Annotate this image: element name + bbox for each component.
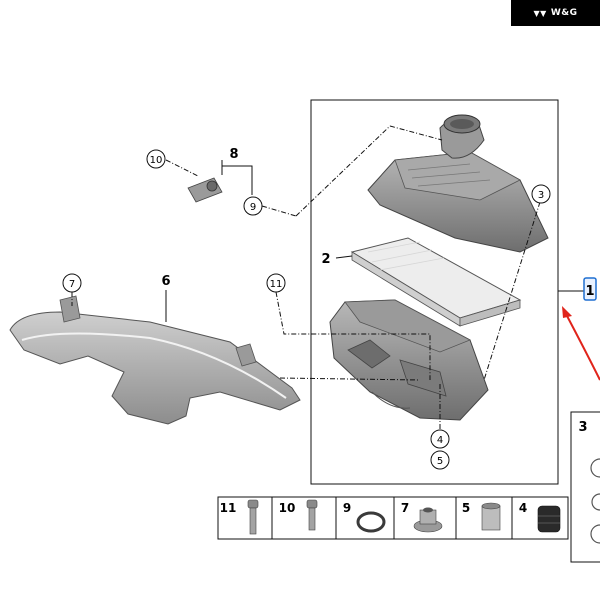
leader-9-b	[295, 125, 391, 217]
strip-label-4: 4	[519, 501, 527, 515]
callout-5: 5	[430, 450, 450, 470]
seal-ring-icon	[591, 493, 600, 511]
housing-cover	[367, 114, 549, 253]
brand-logo: ▼▼ W&G	[511, 0, 600, 26]
bolt-icon	[247, 499, 259, 535]
o-ring-icon	[356, 511, 386, 533]
callout-9: 9	[243, 196, 263, 216]
svg-text:7: 7	[69, 279, 75, 290]
assembly-frame	[310, 99, 559, 485]
callout-11: 11	[266, 273, 286, 293]
callout-7: 7	[62, 273, 82, 293]
label-2: 2	[321, 252, 330, 267]
red-arrow-head	[562, 306, 572, 318]
rubber-mount-icon	[537, 505, 561, 533]
callout-3: 3	[531, 184, 551, 204]
brand-text: W&G	[550, 8, 578, 18]
strip-label-11: 11	[220, 501, 237, 515]
svg-text:11: 11	[270, 279, 283, 290]
label-8: 8	[229, 147, 238, 162]
intake-duct	[9, 295, 301, 425]
seal-ring-icon	[590, 458, 600, 478]
svg-text:10: 10	[150, 155, 163, 166]
bolt-icon	[306, 499, 318, 531]
strip-label-10: 10	[279, 501, 296, 515]
svg-text:5: 5	[437, 456, 443, 467]
svg-text:9: 9	[250, 202, 256, 213]
seal-group-box: 3	[570, 411, 600, 563]
leader-7b	[279, 377, 421, 381]
strip-label-7: 7	[401, 501, 409, 515]
leader-2	[335, 255, 353, 259]
label-3: 3	[578, 420, 587, 435]
leader-3	[483, 201, 541, 381]
strip-label-9: 9	[343, 501, 351, 515]
housing-lower	[329, 299, 489, 421]
label-6: 6	[161, 274, 170, 289]
leader-8	[221, 160, 253, 195]
air-sensor	[187, 177, 223, 203]
strip-label-5: 5	[462, 501, 470, 515]
label-1[interactable]: 1	[583, 277, 597, 301]
bushing-icon	[481, 502, 501, 531]
seal-ring-icon	[590, 524, 600, 544]
leader-11	[275, 291, 431, 380]
leader-9-a	[261, 205, 297, 217]
flange-nut-icon	[413, 507, 443, 533]
filter-element	[350, 237, 522, 327]
leader-10	[165, 159, 199, 177]
svg-text:3: 3	[538, 190, 544, 201]
callout-10: 10	[146, 149, 166, 169]
wing-logo-icon: ▼▼	[533, 8, 547, 18]
parts-strip: 11 10 9 7 5 4	[217, 496, 569, 540]
red-arrow	[565, 313, 600, 381]
callout-4: 4	[430, 429, 450, 449]
svg-text:1: 1	[585, 284, 594, 299]
leader-9-c	[389, 125, 443, 141]
svg-text:4: 4	[437, 435, 443, 446]
